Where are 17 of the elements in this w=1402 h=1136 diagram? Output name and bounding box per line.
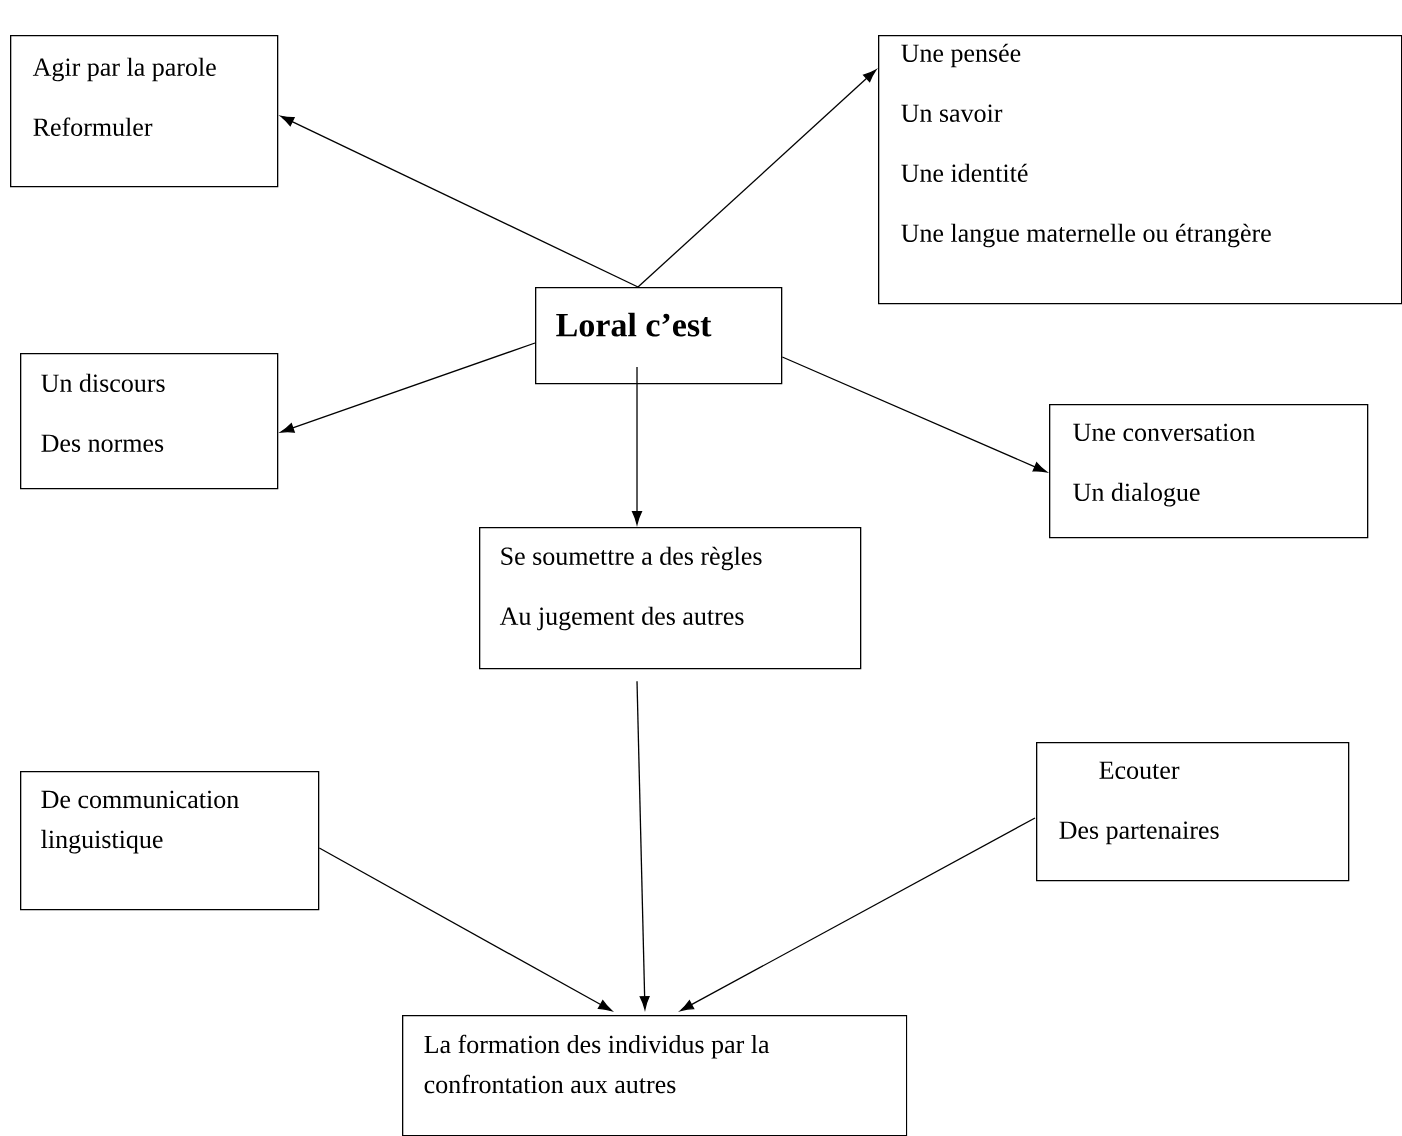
text-box: Se soumettre a des règles Au jugement des autres (479, 527, 862, 670)
text-box: Un discours Des normes (20, 353, 279, 490)
text-box: La formation des individus par la confrontation aux autres (402, 1015, 908, 1136)
text-box: Ecouter Des partenaires (1036, 742, 1350, 882)
arrow (280, 342, 536, 433)
text-box: Une conversation Un dialogue (1049, 404, 1369, 539)
arrow (280, 115, 639, 288)
text-box: Agir par la parole Reformuler (10, 35, 279, 188)
text-box: De communication linguistique (20, 771, 320, 911)
arrow (679, 817, 1036, 1012)
text-box: Une pensée Un savoir Une identité Une langue maternelle ou étrangère (878, 35, 1402, 305)
arrow (781, 356, 1047, 473)
arrow (636, 680, 650, 1010)
arrow (631, 366, 643, 525)
text-box: Loral c’est (535, 287, 783, 385)
arrow (318, 847, 613, 1012)
arrow (637, 69, 877, 288)
